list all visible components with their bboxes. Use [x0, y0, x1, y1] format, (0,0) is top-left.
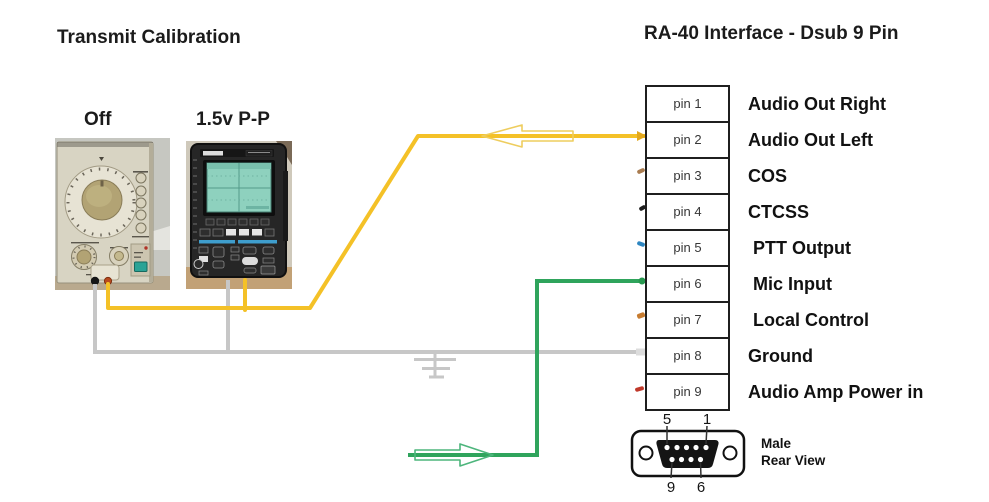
- ground-wire: [93, 280, 646, 354]
- screw-hole-right: [722, 445, 738, 461]
- connector-caption-line2: Rear View: [761, 453, 826, 468]
- db9-pin6-number: 6: [697, 479, 705, 496]
- pin-cell-1: pin 1: [645, 85, 730, 123]
- pin-label-5: PTT Output: [748, 237, 851, 258]
- pin-cell-3: pin 3: [645, 157, 730, 195]
- pin-label-4: CTCSS: [748, 201, 810, 222]
- screw-hole-left: [638, 445, 654, 461]
- pin-cell-7: pin 7: [645, 301, 730, 339]
- db9-pin5-number: 5: [663, 411, 671, 428]
- table-row: pin 8 Ground: [645, 337, 975, 375]
- pin-label-8: Ground: [748, 345, 813, 366]
- table-row: pin 2 Audio Out Left: [645, 121, 975, 159]
- connector-caption-line1: Male: [761, 436, 792, 451]
- pin-cell-6: pin 6: [645, 265, 730, 303]
- table-row: pin 4 CTCSS: [645, 193, 975, 231]
- audio-signal-generator-photo: [55, 138, 170, 290]
- signal-direction-arrow-green: [414, 443, 494, 467]
- mic-input-wire: [408, 279, 648, 457]
- table-row: pin 7 Local Control: [645, 301, 975, 339]
- table-row: pin 5 PTT Output: [645, 229, 975, 267]
- oscilloscope-setting-label: 1.5v P-P: [196, 109, 270, 130]
- handheld-oscilloscope-photo: [186, 141, 292, 289]
- page-title-right: RA-40 Interface - Dsub 9 Pin: [644, 23, 899, 44]
- pin-label-6: Mic Input: [748, 273, 832, 294]
- table-row: pin 3 COS: [645, 157, 975, 195]
- db9-shell: [656, 440, 719, 468]
- table-row: pin 6 Mic Input: [645, 265, 975, 303]
- db9-connector-drawing: 5 1 9 6: [630, 411, 746, 496]
- signal-generator-drawing: [55, 138, 170, 290]
- oscilloscope-drawing: [186, 141, 292, 289]
- connector-caption: Male Rear View: [761, 435, 825, 469]
- pin-label-7: Local Control: [748, 309, 869, 330]
- table-row: pin 9 Audio Amp Power in: [645, 373, 975, 411]
- pin-cell-2: pin 2: [645, 121, 730, 159]
- pin-cell-9: pin 9: [645, 373, 730, 411]
- pin-cell-5: pin 5: [645, 229, 730, 267]
- page-title-left: Transmit Calibration: [57, 27, 241, 48]
- db9-pin9-number: 9: [667, 479, 675, 496]
- table-row: pin 1 Audio Out Right: [645, 85, 975, 123]
- generator-setting-label: Off: [84, 109, 112, 130]
- pin-label-1: Audio Out Right: [748, 93, 886, 114]
- pin9-wire-stub: [634, 385, 645, 393]
- pin-cell-8: pin 8: [645, 337, 730, 375]
- ground-symbol: [414, 352, 456, 379]
- pin-table: pin 1 Audio Out Right pin 2 Audio Out Le…: [645, 85, 975, 411]
- pin-cell-4: pin 4: [645, 193, 730, 231]
- pin-label-3: COS: [748, 165, 788, 186]
- pin-label-2: Audio Out Left: [748, 129, 873, 150]
- pin-label-9: Audio Amp Power in: [748, 381, 924, 402]
- db9-pin1-number: 1: [703, 411, 711, 428]
- signal-direction-arrow-yellow: [481, 124, 574, 148]
